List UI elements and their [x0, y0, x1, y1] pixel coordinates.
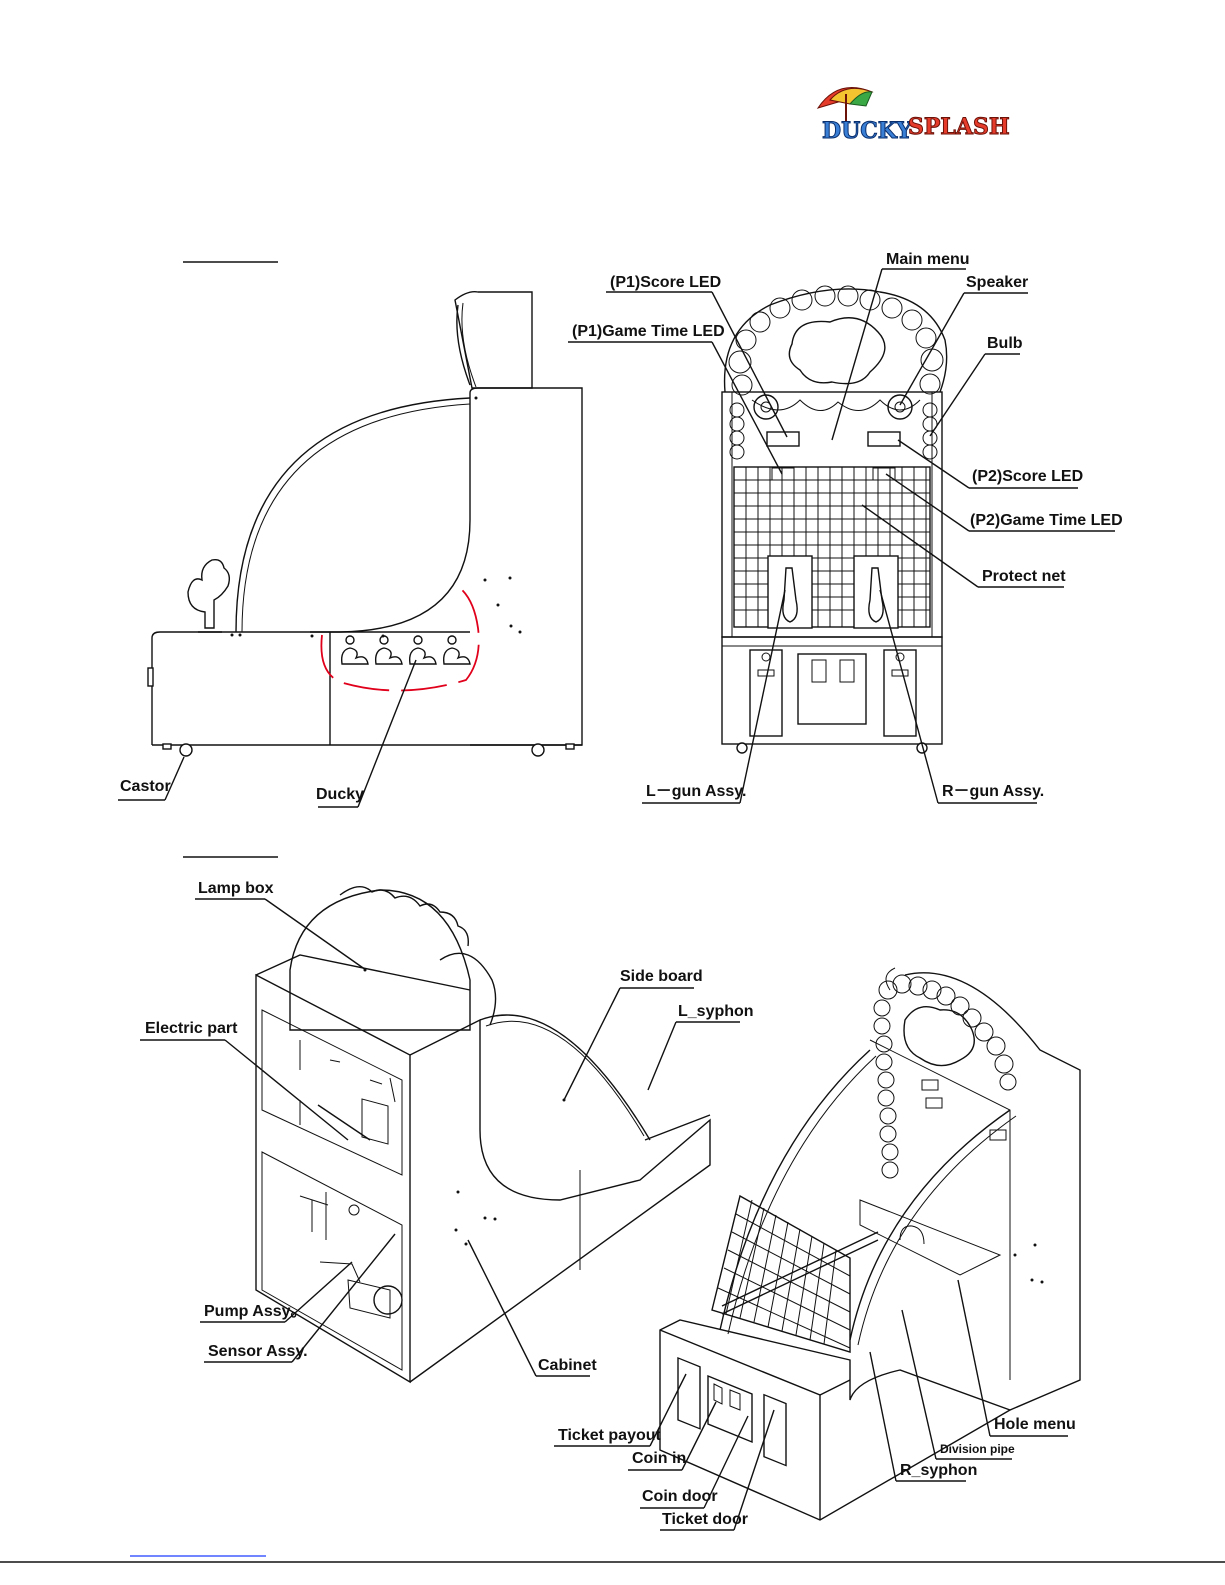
label-coin-in: Coin in [632, 1450, 686, 1467]
label-r-gun-assy: R－gun Assy. [942, 783, 1044, 800]
label-speaker: Speaker [966, 274, 1028, 291]
label-l-syphon: L_syphon [678, 1003, 754, 1020]
duck-highlight [320, 587, 480, 692]
label-ticket-payout: Ticket payout [558, 1427, 662, 1444]
labels: Castor Ducky Main menu (P1)Score LED (P1… [120, 251, 1123, 1528]
label-ducky: Ducky [316, 786, 364, 803]
label-r-syphon: R_syphon [900, 1462, 977, 1479]
duck-icons [340, 635, 471, 665]
label-cabinet: Cabinet [538, 1357, 597, 1374]
label-side-board: Side board [620, 968, 703, 985]
label-division-pipe: Division pipe [940, 1442, 1015, 1456]
label-bulb: Bulb [987, 335, 1023, 352]
front-view [721, 285, 948, 754]
label-p1-score-led: (P1)Score LED [610, 274, 721, 291]
label-l-gun-assy: L－gun Assy. [646, 783, 746, 800]
front-iso-view [659, 967, 1081, 1521]
logo-text-splash: SPLASH [908, 114, 1010, 140]
label-pump-assy: Pump Assy。 [204, 1303, 307, 1320]
label-lamp-box: Lamp box [198, 880, 274, 897]
label-electric-part: Electric part [145, 1020, 238, 1037]
label-sensor-assy: Sensor Assy. [208, 1343, 308, 1360]
label-p2-score-led: (P2)Score LED [972, 468, 1083, 485]
rear-iso-view [255, 886, 711, 1384]
ducky-splash-logo: DUCKY SPLASH [816, 87, 1010, 145]
label-protect-net: Protect net [982, 568, 1066, 585]
label-main-menu: Main menu [886, 251, 970, 268]
label-hole-menu: Hole menu [994, 1416, 1076, 1433]
label-p2-game-time-led: (P2)Game Time LED [970, 512, 1123, 529]
leader-lines [118, 268, 1115, 1531]
label-ticket-door: Ticket door [662, 1511, 748, 1528]
side-view [147, 290, 583, 757]
label-coin-door: Coin door [642, 1488, 718, 1505]
label-p1-game-time-led: (P1)Game Time LED [572, 323, 725, 340]
label-castor: Castor [120, 778, 171, 795]
logo-text-ducky: DUCKY [822, 118, 912, 144]
